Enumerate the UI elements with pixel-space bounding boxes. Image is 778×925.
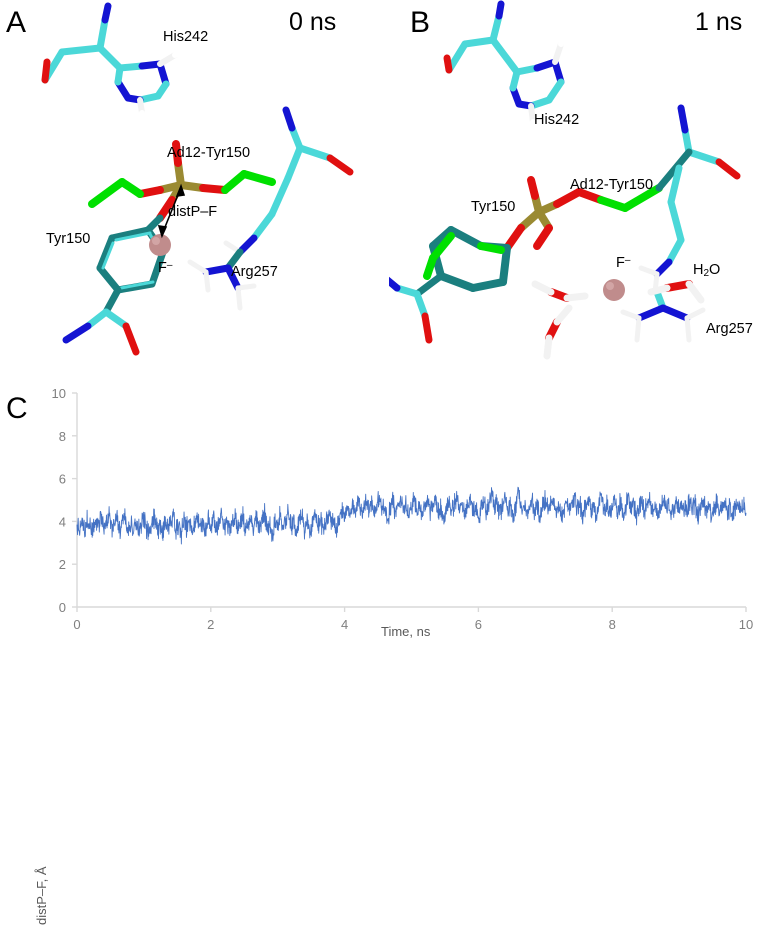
label-tyr150-a: Tyr150 — [46, 231, 91, 247]
panel-a-time-label: 0 ns — [289, 8, 337, 36]
chart-y-axis-label: distP–F, Å — [34, 866, 49, 925]
label-fluoride-b-text: F — [616, 255, 625, 271]
label-tyr150-b: Tyr150 — [471, 199, 516, 215]
label-ad12-tyr150-b: Ad12-Tyr150 — [570, 177, 654, 193]
panel-c-distance-plot: C 0 2 4 6 8 10 0 2 4 6 8 10 distP–F, Å Time, ns — [0, 380, 778, 925]
chart-y-tick-label: 2 — [59, 557, 66, 572]
chart-x-tick-label: 6 — [475, 617, 482, 632]
chart-x-tick-label: 8 — [609, 617, 616, 632]
chart-y-tick-label: 4 — [59, 514, 66, 529]
panel-c-letter: C — [6, 392, 28, 425]
panel-a-structure-0ns: A 0 ns — [0, 0, 389, 380]
chart-y-tick-label: 6 — [59, 472, 66, 487]
label-water-b: H2O — [693, 263, 720, 281]
chart-x-tick-label: 0 — [73, 617, 80, 632]
label-his242-a: His242 — [163, 29, 209, 45]
chart-x-tick-label: 4 — [341, 617, 348, 632]
label-his242-b: His242 — [534, 112, 580, 128]
label-ad12-tyr150-a: Ad12-Tyr150 — [167, 145, 251, 161]
chart-y-tick-label: 8 — [59, 429, 66, 444]
chart-x-tick-label: 10 — [739, 617, 753, 632]
fluoride-ion-sphere — [149, 234, 171, 256]
label-fluoride-a-charge: – — [166, 260, 173, 271]
label-distpf-a: distP–F — [168, 204, 218, 220]
label-fluoride-a: F– — [158, 258, 172, 276]
label-fluoride-b: F– — [616, 253, 630, 271]
chart-data-trace — [76, 486, 747, 545]
label-water-b-tail: O — [709, 262, 721, 278]
label-arg257-a: Arg257 — [231, 264, 278, 280]
label-arg257-b: Arg257 — [706, 321, 753, 337]
label-water-b-text: H — [693, 262, 704, 278]
panel-b-letter: B — [410, 6, 431, 39]
chart-y-tick-label: 10 — [52, 386, 66, 401]
chart-y-tick-label: 0 — [59, 600, 66, 615]
distance-time-chart: 0 2 4 6 8 10 0 2 4 6 8 10 — [52, 386, 754, 632]
panel-a-letter: A — [6, 6, 27, 39]
chart-x-tick-label: 2 — [207, 617, 214, 632]
fluoride-ion-sphere — [603, 279, 625, 301]
label-water-b-count: 2 — [703, 268, 710, 279]
label-fluoride-a-text: F — [158, 260, 167, 276]
panel-b-molecule-render — [389, 0, 741, 360]
panel-b-structure-1ns: B 1 ns — [389, 0, 778, 380]
label-fluoride-b-charge: – — [624, 255, 631, 266]
chart-x-axis-label: Time, ns — [381, 624, 431, 639]
panel-a-molecule-render — [41, 2, 354, 356]
panel-b-time-label: 1 ns — [695, 8, 743, 36]
